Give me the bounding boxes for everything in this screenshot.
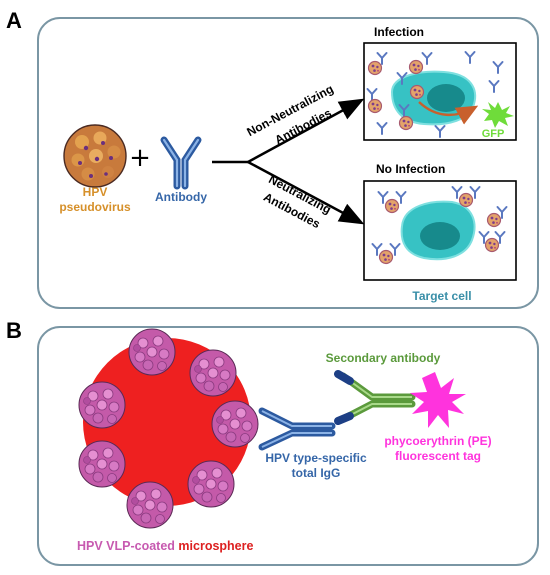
hpv-pseudovirus-icon <box>63 124 127 188</box>
no-infection-cell <box>400 200 476 261</box>
pe-label-line1: phycoerythrin (PE) <box>384 434 491 448</box>
antibody-icon <box>160 136 202 190</box>
plus-sign: + <box>129 143 151 173</box>
gfp-label: GFP <box>482 128 505 140</box>
infection-title: Infection <box>374 25 424 39</box>
target-cell-label: Target cell <box>412 289 471 303</box>
igg-label-line2: total IgG <box>292 466 341 480</box>
pe-starburst-icon <box>410 372 466 428</box>
hpv-pseudovirus-label-line2: pseudovirus <box>59 200 131 214</box>
secondary-antibody-icon <box>334 370 416 425</box>
panel-b-letter: B <box>6 318 22 343</box>
antibody-label: Antibody <box>155 190 207 204</box>
vlp-label-part1: HPV VLP-coated <box>77 539 178 553</box>
gfp-burst-icon <box>482 102 514 128</box>
hpv-pseudovirus-label-line1: HPV <box>83 185 108 199</box>
vlp-microsphere-label: HPV VLP-coated microsphere <box>77 539 254 553</box>
infection-cell <box>390 70 477 126</box>
no-infection-title: No Infection <box>376 162 445 176</box>
panel-a-letter: A <box>6 8 22 33</box>
secondary-antibody-label: Secondary antibody <box>326 351 441 365</box>
igg-antibody-icon <box>258 407 336 451</box>
infection-path-arrow <box>418 101 479 125</box>
igg-label-line1: HPV type-specific <box>265 451 367 465</box>
vlp-label-part2: microsphere <box>178 539 253 553</box>
pe-label-line2: fluorescent tag <box>395 449 481 463</box>
branching-arrows <box>212 98 365 225</box>
